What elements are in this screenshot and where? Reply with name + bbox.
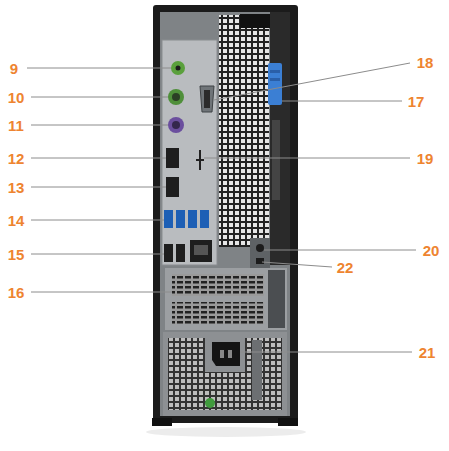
leader-line xyxy=(31,125,168,126)
socket-pin xyxy=(220,350,224,358)
case xyxy=(153,5,298,423)
foot xyxy=(278,418,298,426)
foot xyxy=(152,418,172,426)
callout-number: 20 xyxy=(423,243,440,258)
expansion-slot xyxy=(172,274,264,296)
callout-number: 19 xyxy=(417,151,434,166)
back-plate xyxy=(160,12,290,416)
socket-pin xyxy=(228,350,232,358)
leader-line xyxy=(27,68,171,69)
socket-plate xyxy=(205,338,245,372)
audio-jack-hole xyxy=(176,66,181,71)
usb2-port xyxy=(176,244,185,262)
side-slot xyxy=(272,120,280,200)
callout-number: 22 xyxy=(337,260,354,275)
leader-line xyxy=(31,97,168,98)
usb3-port xyxy=(200,210,209,228)
latch-ridge xyxy=(270,70,280,73)
expansion-slot xyxy=(172,302,264,324)
lock-bracket xyxy=(250,238,270,268)
shadow xyxy=(146,427,306,437)
callout-number: 16 xyxy=(8,285,25,300)
callout-number: 13 xyxy=(8,180,25,195)
leader-line xyxy=(264,250,416,251)
leader-line xyxy=(31,292,172,293)
serial-pins xyxy=(204,90,210,108)
leader-line xyxy=(31,187,166,188)
lock-slot xyxy=(256,244,264,252)
ps2-port xyxy=(168,89,184,105)
audio-jack xyxy=(171,61,185,75)
ps2-port-hole xyxy=(172,93,180,101)
expansion-bay xyxy=(165,268,287,330)
screw-mark xyxy=(196,150,204,170)
psu-led xyxy=(205,398,215,408)
usb3-port xyxy=(188,210,197,228)
leader-line xyxy=(262,262,332,267)
serial-port xyxy=(200,86,214,112)
leader-line xyxy=(31,254,164,255)
callout-number: 10 xyxy=(8,90,25,105)
callout-number: 17 xyxy=(408,94,425,109)
displayport xyxy=(166,177,179,197)
ethernet-socket xyxy=(194,245,208,255)
leader-line xyxy=(240,352,412,353)
latch-ridge xyxy=(270,78,280,81)
ps2-port-hole xyxy=(172,121,180,129)
callout-number: 21 xyxy=(419,345,436,360)
callout-number: 12 xyxy=(8,151,25,166)
ps2-port xyxy=(168,117,184,133)
leader-line xyxy=(282,101,402,102)
callout-number: 15 xyxy=(8,247,25,262)
side-rail xyxy=(270,12,290,265)
power-socket xyxy=(212,342,240,366)
leader-lines xyxy=(27,63,416,352)
usb2-port xyxy=(164,244,173,262)
latch-top xyxy=(240,14,270,28)
callout-number: 18 xyxy=(417,55,434,70)
leader-line xyxy=(31,220,164,221)
slot-latch xyxy=(268,270,285,328)
psu-grille xyxy=(168,338,282,410)
power-supply xyxy=(163,332,287,416)
callout-number: 9 xyxy=(10,61,18,76)
displayport xyxy=(166,148,179,168)
vent-grille xyxy=(219,15,269,247)
io-plate xyxy=(162,40,217,265)
leader-line xyxy=(31,158,166,159)
padlock-ring xyxy=(256,258,264,264)
leader-line xyxy=(214,63,410,100)
usb3-port xyxy=(164,210,173,228)
callout-number: 14 xyxy=(8,213,25,228)
psu-handle xyxy=(252,340,262,400)
callout-number: 11 xyxy=(8,118,24,133)
release-latch xyxy=(268,63,282,105)
ethernet-port xyxy=(190,240,212,262)
usb3-port xyxy=(176,210,185,228)
leader-line xyxy=(204,158,410,159)
